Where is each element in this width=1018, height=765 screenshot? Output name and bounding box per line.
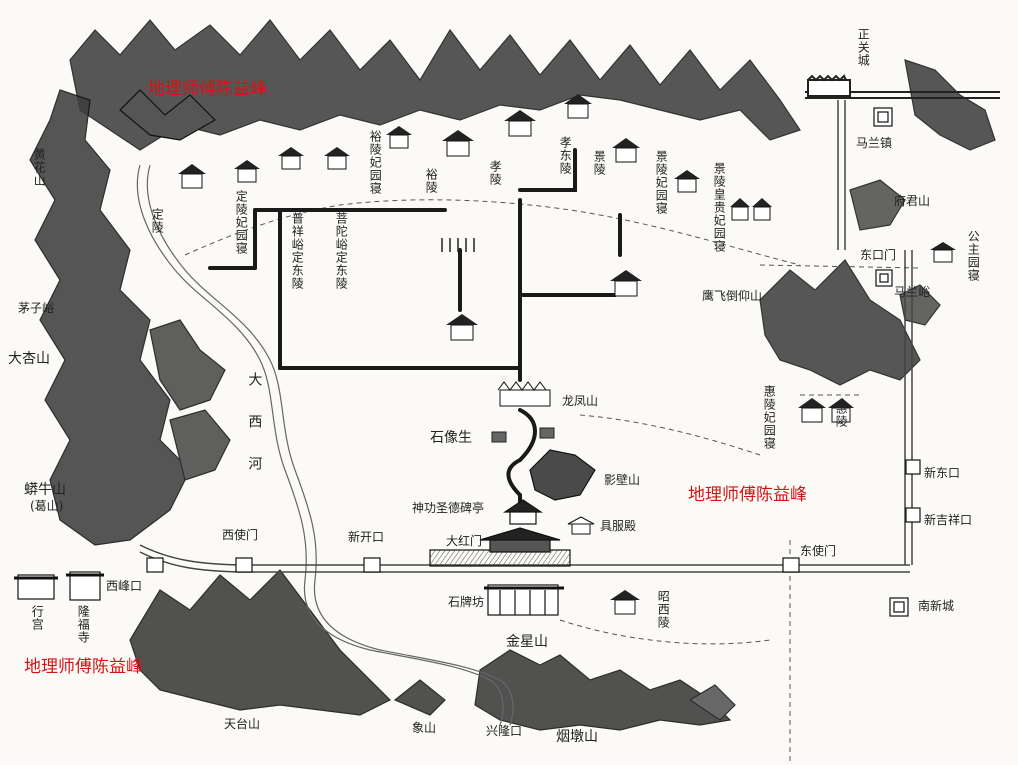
label-puxiangyudingdongling: 普祥峪定东陵 (290, 212, 305, 290)
label-yingfeidaoyangshan: 鹰飞倒仰山 (702, 289, 763, 303)
tomb-building-dingling (176, 162, 208, 192)
label-gongzhuyuanqin: 公主园寝 (966, 230, 981, 282)
label-yingbishan: 影壁山 (604, 473, 641, 487)
shipaifang-structure (484, 584, 564, 616)
longfeng-gate-structure (497, 381, 551, 407)
label-yuling: 裕陵 (424, 168, 439, 194)
da-xi-river (136, 164, 514, 726)
label-xindongkou: 新东口 (924, 466, 961, 480)
label-huanghuashan: 黄花山 (32, 148, 47, 187)
tomb-building-puxiangyu (276, 145, 306, 173)
watermark-middle-right: 地理师傅陈益峰 (688, 485, 807, 505)
label-dingling: 定陵 (150, 208, 165, 234)
tomb-building-center-lower (444, 312, 480, 344)
tomb-building-east-main (608, 268, 644, 300)
stele-pavilion-structure (503, 499, 543, 525)
mountain-range-north (69, 19, 801, 151)
label-dongkoumen: 东口门 (860, 248, 897, 262)
tomb-building-jingling-huangguifei (728, 196, 774, 224)
label-jinglingfeiyuanqin: 景陵妃园寝 (654, 150, 669, 215)
label-nanxincheng: 南新城 (918, 599, 955, 613)
tomb-building-jingling (610, 136, 642, 166)
label-longfengshan: 龙凤山 (562, 394, 599, 408)
stone-figures (491, 427, 555, 443)
label-shengongshengdebeiting: 神功圣德碑亭 (412, 501, 485, 515)
label-fujunshan: 府君山 (894, 194, 931, 208)
mountain-range-south (129, 569, 736, 731)
xinggong-structure (14, 571, 104, 601)
label-shipaifang: 石牌坊 (448, 595, 485, 609)
label-mangniushan: 蟒牛山 (24, 482, 66, 498)
label-zhengguancheng: 正关城 (856, 28, 871, 67)
label-xiaoling: 孝陵 (488, 160, 503, 186)
great-wall (805, 74, 1000, 99)
label-tiantaishan: 天台山 (224, 717, 261, 731)
label-jinglinghuangguifeiyuanqin: 景陵皇贵妃园寝 (712, 162, 727, 253)
tomb-building-putuoyu (322, 145, 352, 173)
label-xinglongkou: 兴隆口 (486, 724, 523, 738)
label-juyidian: 具服殿 (600, 519, 637, 533)
label-malanyu: 马兰峪 (894, 285, 931, 299)
road-gates (146, 107, 921, 617)
label-longfusi: 隆福寺 (76, 605, 91, 644)
label-yulingfeiyuanqin: 裕陵妃园寝 (368, 130, 383, 195)
label-xinggong: 行宫 (30, 605, 45, 631)
label-daxihe: 大西河 (246, 372, 263, 498)
label-geshan: (葛山) (30, 499, 64, 513)
watermark-bottom-left: 地理师傅陈益峰 (24, 657, 143, 677)
tomb-building-yuling-fei (384, 124, 414, 152)
label-jinxingshan: 金星山 (506, 634, 548, 650)
tomb-area-boundary (184, 199, 921, 765)
tomb-building-juyidian (566, 515, 596, 537)
label-xiangshan: 象山 (412, 721, 437, 735)
tomb-building-xiaoling (502, 108, 538, 140)
label-malanzhen: 马兰镇 (856, 136, 893, 150)
spirit-way-roads (208, 148, 622, 507)
mountain-range-west (29, 89, 231, 546)
dahongmen-complex (429, 527, 571, 567)
label-zhaoxiling: 昭西陵 (656, 590, 671, 629)
tomb-building-jingling-fei (672, 168, 702, 196)
label-jingling: 景陵 (592, 150, 607, 176)
label-xifengkou: 西峰口 (106, 579, 143, 593)
label-xinjixiangkou: 新吉祥口 (924, 513, 973, 527)
watermark-top: 地理师傅陈益峰 (148, 79, 267, 99)
tomb-building-center-upper (438, 232, 482, 256)
label-dinglingfeiyuanqin: 定陵妃园寝 (234, 190, 249, 255)
label-xinkaikou: 新开口 (348, 530, 385, 544)
label-dahongmen: 大红门 (446, 534, 483, 548)
label-dongshimen: 东使门 (800, 544, 837, 558)
label-huilingfeiyuanqin: 惠陵妃园寝 (762, 385, 777, 450)
label-xiaodongling: 孝东陵 (558, 136, 573, 175)
label-maoziyu: 茅子峪 (18, 301, 55, 315)
mountain-yingbishan (529, 449, 596, 501)
tomb-building-huiling (796, 396, 856, 426)
label-xishimen: 西使门 (222, 528, 259, 542)
mountain-range-east (759, 59, 996, 386)
label-yanduishan: 烟墩山 (556, 729, 598, 745)
tomb-building-xiaodongling (562, 92, 594, 122)
label-daxingshan: 大杏山 (8, 351, 50, 367)
tomb-building-gongzhu (928, 240, 958, 266)
label-putuoyudingdongling: 菩陀峪定东陵 (334, 212, 349, 290)
label-huiling: 惠陵 (834, 402, 849, 428)
tomb-building-yuling (440, 128, 476, 160)
label-shixiangsheng: 石像生 (430, 430, 472, 446)
tomb-building-dingling-feiyuanqin (232, 158, 262, 186)
tomb-building-zhaoxiling (608, 588, 642, 618)
